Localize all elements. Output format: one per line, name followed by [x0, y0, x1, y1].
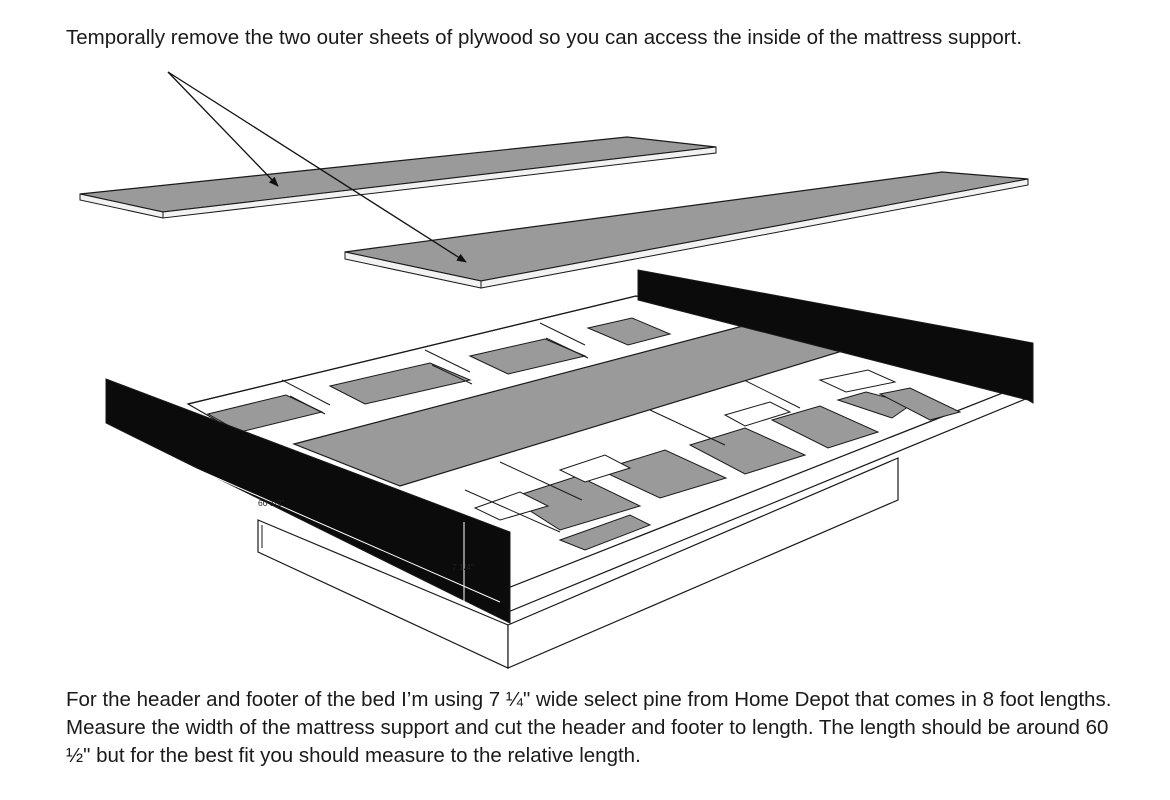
plywood-sheet-upper [79, 136, 717, 219]
instruction-bottom-text: For the header and footer of the bed I’m… [66, 688, 1112, 767]
length-dimension-line [111, 431, 501, 603]
footer-board [105, 378, 511, 624]
arrow-to-lower-sheet [167, 71, 467, 263]
plywood-sheet-lower [344, 171, 1029, 289]
width-dimension-label: 7 1/4" [452, 562, 474, 572]
header-board [637, 269, 1034, 404]
arrow-to-upper-sheet [167, 71, 279, 187]
bed-base [257, 457, 899, 669]
pointer-arrows [167, 71, 467, 263]
cross-slats [281, 322, 801, 533]
instruction-top-text: Temporally remove the two outer sheets o… [66, 26, 1023, 49]
length-dimension-label: 60 1/2" [258, 498, 285, 508]
open-bays [473, 369, 897, 521]
